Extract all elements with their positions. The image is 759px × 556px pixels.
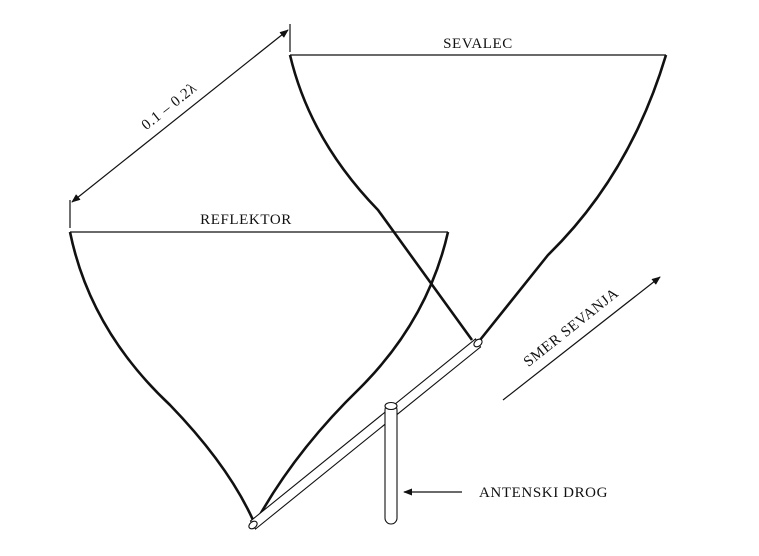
boom-vertical	[384, 401, 398, 525]
spacing-dimension: 0.1 – 0.2λ	[69, 24, 291, 228]
reflector-element: REFLEKTOR	[68, 212, 450, 521]
radiation-direction: SMER SEVANJA	[502, 276, 661, 401]
radiation-direction-label: SMER SEVANJA	[521, 285, 622, 370]
driven-element: SEVALEC	[288, 36, 668, 341]
boom-slanted-base-cap	[248, 520, 258, 530]
driven-element-label: SEVALEC	[443, 36, 513, 52]
boom-slanted-end-cap	[473, 338, 483, 348]
reflector-right-arm	[255, 231, 450, 521]
boom-callout: ANTENSKI DROG	[403, 485, 608, 501]
reflector-left-arm	[68, 231, 255, 521]
boom-vertical-rod	[384, 403, 398, 525]
boom-slanted	[248, 338, 483, 530]
boom-slanted-rod	[249, 338, 482, 530]
spacing-arrow	[71, 29, 289, 203]
reflector-label: REFLEKTOR	[200, 212, 292, 228]
boom-callout-label: ANTENSKI DROG	[479, 485, 608, 501]
radiation-direction-arrow	[502, 276, 661, 401]
driven-element-right-arm	[478, 54, 668, 341]
boom-vertical-top-cap	[384, 401, 398, 411]
driven-element-left-arm	[288, 54, 474, 341]
